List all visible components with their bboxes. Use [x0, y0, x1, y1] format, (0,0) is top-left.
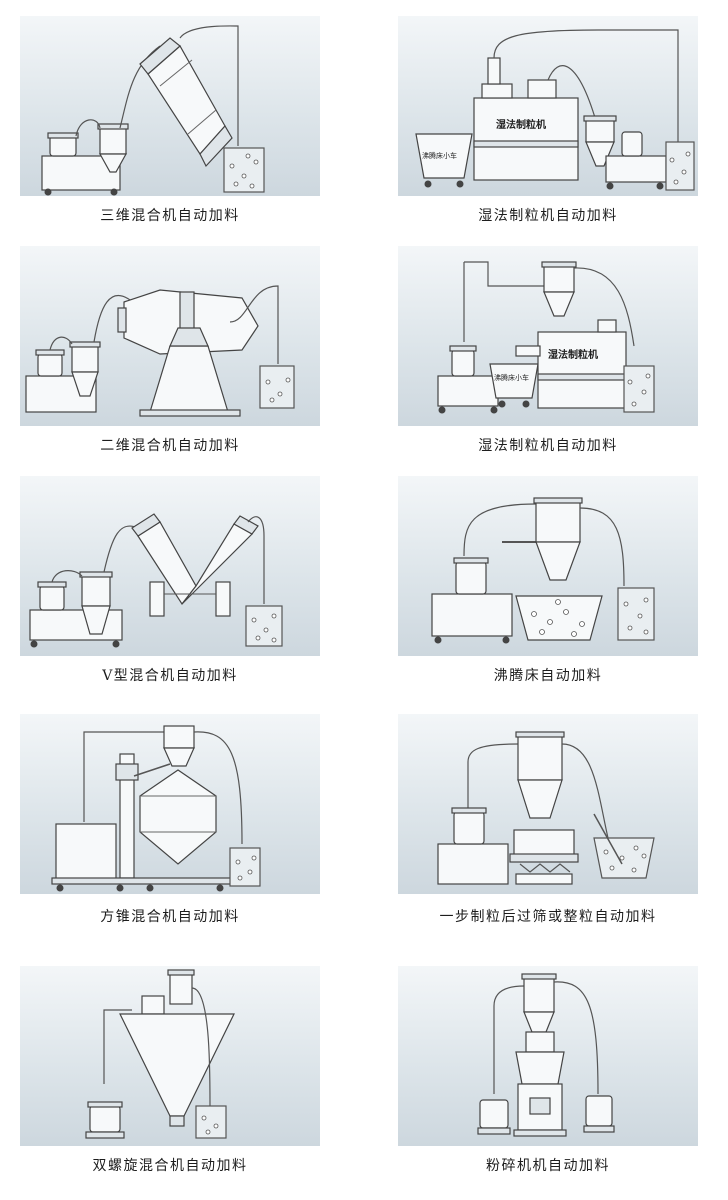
material-bucket — [259, 365, 295, 409]
material-bucket — [229, 847, 261, 887]
frame-base — [51, 877, 233, 892]
caption-square-cone-mixer: 方锥混合机自动加料 — [100, 909, 240, 925]
vacuum-pump-unit — [605, 131, 667, 190]
vacuum-feeder — [69, 341, 101, 397]
vacuum-pump-unit — [55, 823, 117, 881]
caption-wet-granulator-a: 湿法制粒机自动加料 — [478, 208, 618, 224]
vibrating-sieve — [509, 829, 579, 885]
diagram-panel-pulverizer — [398, 966, 698, 1146]
wet-granulator: 湿法制粒机 — [515, 319, 627, 409]
caption-2d-mixer: 二维混合机自动加料 — [100, 438, 240, 454]
vacuum-pump-unit — [85, 1101, 125, 1139]
material-bucket — [195, 1105, 227, 1139]
cart-label: 沸腾床小车 — [494, 373, 529, 382]
diagram-square-cone-mixer — [51, 725, 261, 892]
vacuum-feeder — [583, 115, 617, 167]
pulverizer — [513, 1031, 567, 1137]
vacuum-feeder — [533, 497, 583, 581]
diagram-v-mixer — [29, 513, 283, 648]
diagram-panel-fluid-bed — [398, 476, 698, 656]
diagram-panel-sieve — [398, 714, 698, 894]
caption-sieve: 一步制粒后过筛或整粒自动加料 — [439, 909, 657, 925]
granulator-label: 湿法制粒机 — [496, 118, 546, 131]
diagram-panel-2d-mixer — [20, 246, 320, 426]
diagram-2d-mixer — [25, 285, 295, 417]
caption-double-screw-mixer: 双螺旋混合机自动加料 — [92, 1158, 248, 1174]
caption-3d-mixer: 三维混合机自动加料 — [100, 208, 240, 224]
vacuum-pump-unit — [477, 1099, 511, 1135]
granulator-label: 湿法制粒机 — [548, 348, 598, 361]
vacuum-feeder — [521, 973, 557, 1033]
vacuum-feeder — [163, 725, 195, 767]
diagram-panel-square-cone-mixer — [20, 714, 320, 894]
cart-label: 沸腾床小车 — [422, 151, 457, 160]
vacuum-feeder — [515, 731, 565, 819]
caption-v-mixer: V型混合机自动加料 — [102, 668, 238, 684]
diagram-wet-granulator-b: 沸腾床小车 湿法制粒机 — [437, 261, 655, 414]
diagram-3d-mixer — [41, 25, 265, 196]
diagram-pulverizer — [477, 973, 615, 1137]
material-bucket — [593, 837, 655, 879]
diagram-fluid-bed — [431, 497, 655, 644]
diagram-wet-granulator-a: 沸腾床小车 湿法制粒机 — [415, 29, 695, 191]
2d-mixer-drum — [117, 289, 259, 417]
diagram-panel-v-mixer — [20, 476, 320, 656]
3d-mixer-drum — [139, 37, 233, 168]
material-bucket — [665, 141, 695, 191]
vacuum-pump-unit — [431, 557, 513, 644]
vacuum-pump-unit — [437, 807, 509, 885]
diagram-sieve — [437, 731, 655, 885]
lift-column — [115, 753, 139, 879]
vacuum-pump-unit — [437, 345, 499, 414]
diagram-panel-double-screw-mixer — [20, 966, 320, 1146]
material-bucket — [623, 365, 655, 413]
fluid-bed-dryer — [515, 595, 603, 641]
fluid-bed-cart: 沸腾床小车 — [489, 363, 539, 408]
vacuum-feeder — [79, 571, 113, 635]
vacuum-feeder — [97, 123, 129, 173]
double-screw-mixer — [119, 995, 235, 1127]
material-bucket — [245, 605, 283, 647]
vacuum-pump-unit-2 — [583, 1095, 615, 1133]
diagram-panel-3d-mixer — [20, 16, 320, 196]
diagram-double-screw-mixer — [85, 969, 235, 1139]
vacuum-feeder — [541, 261, 577, 317]
wet-granulator: 湿法制粒机 — [473, 57, 579, 181]
caption-pulverizer: 粉碎机机自动加料 — [486, 1158, 610, 1174]
fluid-bed-cart: 沸腾床小车 — [415, 133, 473, 188]
diagram-panel-wet-granulator-a: 沸腾床小车 湿法制粒机 — [398, 16, 698, 196]
material-bucket — [223, 147, 265, 193]
diagram-panel-wet-granulator-b: 沸腾床小车 湿法制粒机 — [398, 246, 698, 426]
square-cone-mixer — [139, 769, 217, 865]
material-bucket — [617, 587, 655, 641]
v-mixer — [131, 513, 259, 617]
vacuum-feeder — [167, 969, 195, 1005]
caption-wet-granulator-b: 湿法制粒机自动加料 — [478, 438, 618, 454]
caption-fluid-bed: 沸腾床自动加料 — [493, 668, 603, 684]
